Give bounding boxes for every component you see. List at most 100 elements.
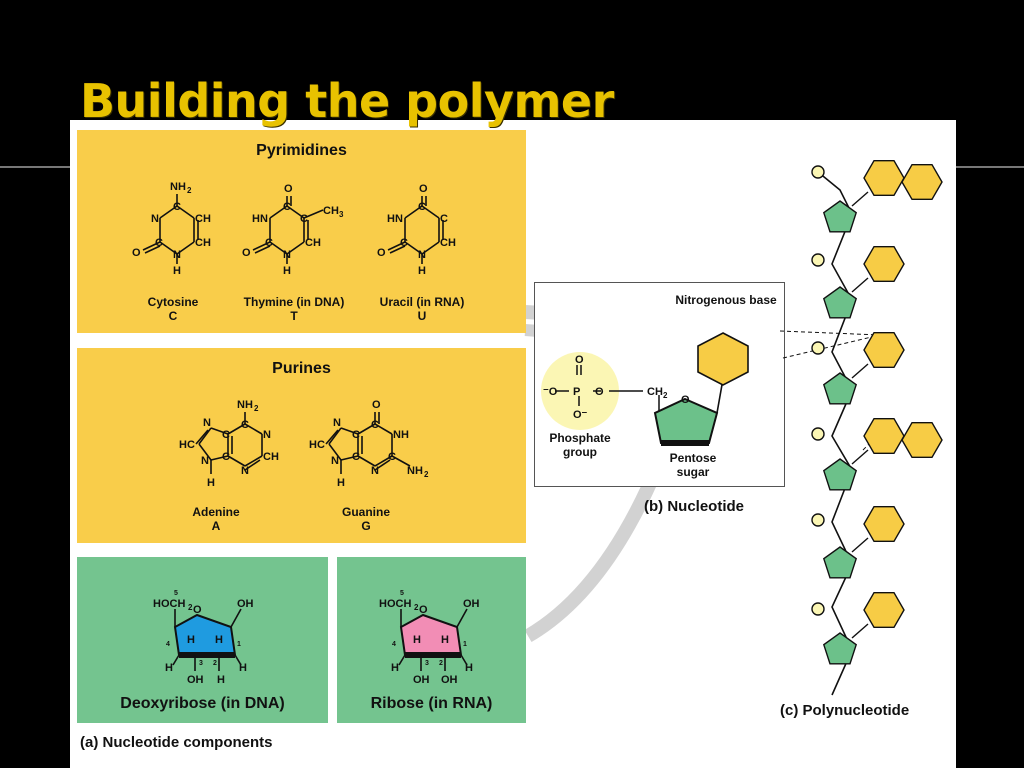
svg-text:2: 2 [439,660,443,667]
svg-text:CH: CH [195,237,211,249]
phosphate-circle [811,427,825,441]
glycosidic-bond [851,537,869,553]
svg-text:HN: HN [387,213,403,225]
svg-text:2: 2 [663,391,668,400]
svg-text:2: 2 [188,603,193,612]
svg-text:C: C [241,419,249,431]
svg-text:N: N [173,249,181,261]
svg-text:H: H [418,265,426,277]
svg-text:N: N [331,455,339,467]
polynucleotide-structure [779,160,943,696]
thymine-code: T [290,309,298,323]
ribose-label: Ribose (in RNA) [370,695,493,712]
svg-text:OH: OH [187,674,204,686]
svg-text:C: C [283,201,291,213]
svg-text:O: O [284,183,293,195]
svg-text:O: O [681,394,690,406]
caption-nucleotide-components: (a) Nucleotide components [80,734,273,751]
cytosine-name: Cytosine [147,295,199,309]
svg-text:C: C [173,201,181,213]
phosphate-circle [811,341,825,355]
svg-text:NH: NH [393,429,409,441]
svg-text:O: O [419,183,428,195]
svg-text:C: C [222,429,230,441]
svg-text:CH: CH [195,213,211,225]
glycosidic-bond [851,449,869,465]
svg-text:H: H [465,662,473,674]
svg-text:C: C [352,429,360,441]
svg-text:NH: NH [170,181,186,193]
sugar-pentagon [822,546,858,579]
phosphate-group-label: Phosphate group [549,431,611,459]
base-hexagon [863,245,905,283]
svg-text:N: N [151,213,159,225]
svg-text:1: 1 [237,641,241,648]
sugar-pentagon [822,286,858,319]
svg-text:4: 4 [392,641,396,648]
base-hexagon-second-ring [901,164,943,201]
svg-text:C: C [222,451,230,463]
svg-text:OH: OH [441,674,458,686]
svg-text:O: O [377,247,386,259]
svg-text:5: 5 [400,590,404,597]
svg-text:3: 3 [199,660,203,667]
svg-text:O: O [575,354,584,366]
svg-text:2: 2 [187,186,192,195]
base-hexagon [863,160,905,197]
svg-text:H: H [207,477,215,489]
nitrogenous-base-label: Nitrogenous base [675,293,777,307]
phosphate-circle [811,602,825,616]
polynucleotide-units [811,160,943,665]
thymine-name: Thymine (in DNA) [243,295,345,309]
svg-text:H: H [239,662,247,674]
svg-text:⁻O: ⁻O [543,386,558,398]
svg-text:O: O [132,247,141,259]
uracil-label: Uracil (in RNA) U [367,295,477,323]
svg-text:HN: HN [252,213,268,225]
svg-text:2: 2 [414,603,419,612]
svg-text:C: C [265,237,273,249]
svg-text:CH: CH [647,386,663,398]
phosphate-circle [811,253,825,267]
svg-text:C: C [388,451,396,463]
svg-text:CH: CH [305,237,321,249]
glycosidic-bond [851,191,869,207]
svg-text:C: C [400,237,408,249]
svg-text:HC: HC [309,439,325,451]
svg-text:2: 2 [424,470,429,479]
svg-text:P: P [573,386,580,398]
svg-text:O: O [372,399,381,411]
svg-text:NH: NH [237,399,253,411]
svg-text:HOCH: HOCH [153,598,185,610]
svg-text:H: H [391,662,399,674]
base-hexagon [863,331,905,369]
sugar-pentagon [822,632,858,665]
svg-text:N: N [283,249,291,261]
purines-title: Purines [272,360,331,377]
svg-text:N: N [203,417,211,429]
phosphate-circle [811,513,825,527]
adenine-name: Adenine [192,505,240,519]
slide-title: Building the polymer [80,74,614,128]
svg-text:H: H [283,265,291,277]
guanine-code: G [361,519,371,533]
glycosidic-bond [851,623,869,639]
svg-text:HC: HC [179,439,195,451]
sugar-pentagon [822,200,858,233]
uracil-name: Uracil (in RNA) [379,295,465,309]
caption-polynucleotide: (c) Polynucleotide [780,702,910,719]
svg-text:C: C [418,201,426,213]
svg-text:N: N [418,249,426,261]
svg-text:1: 1 [463,641,467,648]
svg-text:H: H [173,265,181,277]
glycosidic-bond [851,277,869,293]
svg-text:N: N [333,417,341,429]
